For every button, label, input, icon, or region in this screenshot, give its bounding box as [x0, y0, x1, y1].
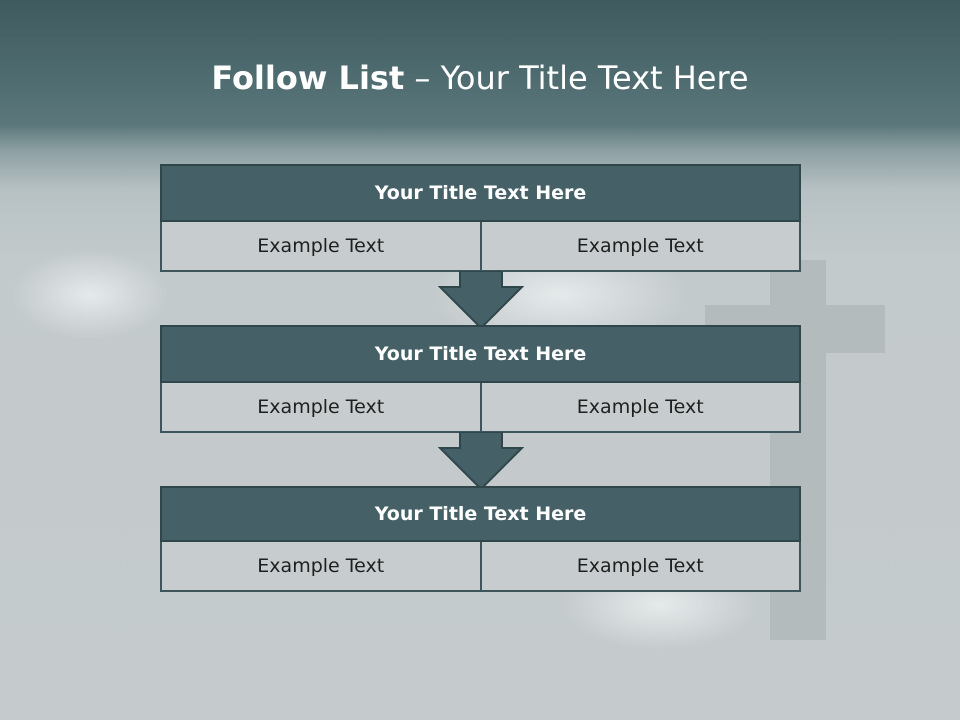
down-arrow-icon: [438, 271, 524, 329]
block-cell-right: Example Text: [481, 222, 801, 272]
block-title: Your Title Text Here: [160, 164, 801, 222]
list-block-3: Your Title Text Here Example Text Exampl…: [160, 486, 801, 592]
block-cell-left: Example Text: [160, 542, 482, 592]
slide-title-bold: Follow List: [211, 59, 405, 97]
block-cell-right: Example Text: [481, 383, 801, 433]
list-block-1: Your Title Text Here Example Text Exampl…: [160, 164, 801, 272]
block-cell-left: Example Text: [160, 222, 482, 272]
block-title: Your Title Text Here: [160, 325, 801, 383]
slide-title-rest: – Your Title Text Here: [414, 59, 749, 97]
block-title: Your Title Text Here: [160, 486, 801, 542]
block-row: Example Text Example Text: [160, 222, 801, 272]
slide-title: Follow List – Your Title Text Here: [0, 50, 960, 106]
block-cell-left: Example Text: [160, 383, 482, 433]
block-row: Example Text Example Text: [160, 383, 801, 433]
cloud-left: [10, 250, 170, 340]
block-row: Example Text Example Text: [160, 542, 801, 592]
down-arrow-icon: [438, 432, 524, 490]
block-cell-right: Example Text: [481, 542, 801, 592]
list-block-2: Your Title Text Here Example Text Exampl…: [160, 325, 801, 433]
